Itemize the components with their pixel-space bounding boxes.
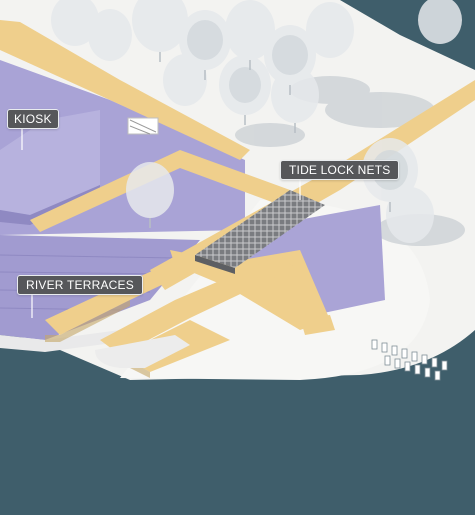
callout-leaders <box>21 128 301 318</box>
label-river-terraces: RIVER TERRACES <box>17 275 143 295</box>
label-kiosk: KIOSK <box>7 109 59 129</box>
label-tide-lock-nets: TIDE LOCK NETS <box>280 160 400 180</box>
pier-end <box>95 335 190 368</box>
bollards <box>371 339 448 381</box>
kiosk-building <box>0 110 100 215</box>
tide-lock-net-grid <box>195 190 325 268</box>
stair-structure <box>127 117 159 135</box>
tree-trunks <box>149 52 391 228</box>
